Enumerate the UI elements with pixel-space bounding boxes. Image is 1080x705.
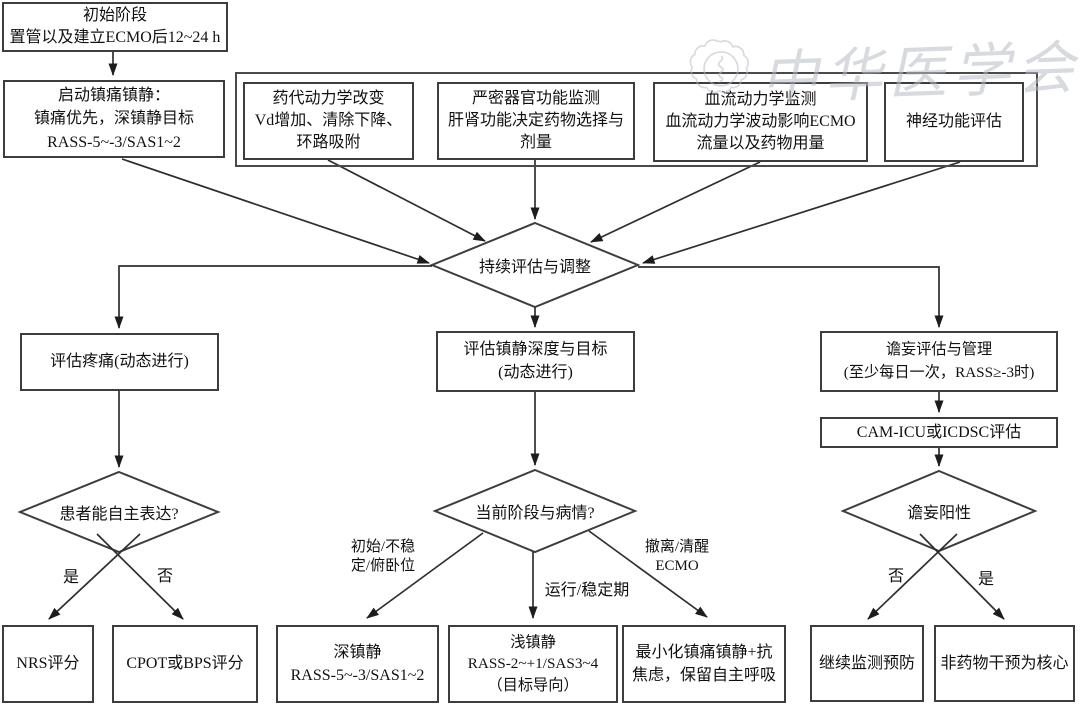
arrow-central-to-delirium [638, 266, 944, 328]
node-minimal-line2: 焦虑，保留自主呼吸 [631, 667, 776, 684]
node-minimal-sedation: 最小化镇痛镇静+抗 焦虑，保留自主呼吸 [622, 625, 786, 703]
diamond-delirium-positive [840, 469, 1038, 553]
arrow-stage-to-deep [366, 532, 484, 619]
node-deep-line2: RASS-5~-3/SAS1~2 [290, 667, 425, 684]
node-initiate-line1: 启动镇痛镇静： [57, 87, 170, 105]
node-pk-line1: 药代动力学改变 [272, 89, 385, 107]
edge-label-wean-line1: 撤离/清醒 [644, 539, 710, 555]
node-initiate-line2: 镇痛优先，深镇静目标 [33, 110, 194, 128]
edge-label-no-left: 否 [156, 568, 173, 585]
node-hemo-line2: 血流动力学波动影响ECMO [665, 112, 856, 130]
node-hemo-line1: 血流动力学监测 [704, 90, 817, 108]
edge-label-initial-line1: 初始/不稳 [350, 539, 416, 555]
edge-label-no-right: 否 [887, 568, 904, 585]
node-neuro-line1: 神经功能评估 [905, 113, 1002, 131]
node-continue-monitoring: 继续监测预防 [810, 625, 924, 702]
node-minimal-line1: 最小化镇痛镇静+抗 [635, 643, 773, 661]
arrow-stage-to-minimal [588, 530, 708, 618]
edge-label-initial-unstable: 初始/不稳 定/俯卧位 [337, 538, 429, 576]
arrow-express-yes-nrs [48, 533, 141, 620]
edge-label-yes-right: 是 [977, 571, 994, 588]
node-light-sedation: 浅镇静 RASS-2~+1/SAS3~4 （目标导向） [448, 625, 618, 703]
node-pain-assessment: 评估疼痛(动态进行) [20, 333, 219, 391]
arrow-pk-to-central [327, 159, 486, 242]
node-nrs-score: NRS评分 [2, 625, 94, 703]
node-deep-sedation: 深镇静 RASS-5~-3/SAS1~2 [276, 625, 439, 703]
node-pk-line3: 环路吸附 [296, 134, 361, 152]
edge-label-running-stable: 运行/稳定期 [544, 582, 630, 599]
diamond-current-stage [432, 468, 638, 554]
node-start-line1: 初始阶段 [82, 7, 147, 25]
node-start-line2: 置管以及建立ECMO后12~24 h [9, 29, 221, 46]
node-hemodynamics: 血流动力学监测 血流动力学波动影响ECMO 流量以及药物用量 [653, 82, 868, 162]
node-organ-line3: 剂量 [519, 134, 552, 152]
node-initiate-sedation: 启动镇痛镇静： 镇痛优先，深镇静目标 RASS-5~-3/SAS1~2 [3, 80, 225, 158]
edge-label-wean-awake: 撤离/清醒 ECMO [630, 538, 724, 576]
node-cpot-line1: CPOT或BPS评分 [126, 655, 244, 673]
edge-label-wean-line2: ECMO [655, 557, 699, 574]
node-delirium-line1: 谵妄评估与管理 [885, 341, 993, 359]
node-nonpharm-intervention: 非药物干预为核心 [934, 625, 1075, 702]
node-delirium-management: 谵妄评估与管理 (至少每日一次，RASS≥-3时) [820, 331, 1058, 392]
node-pk-line2: Vd增加、清除下降、 [254, 111, 403, 129]
arrow-initiate-to-central [121, 158, 430, 264]
node-deep-line1: 深镇静 [333, 643, 382, 661]
node-organ-line2: 肝肾功能决定药物选择与 [447, 111, 624, 129]
node-initiate-line3: RASS-5~-3/SAS1~2 [47, 133, 181, 151]
node-nonpharm-line1: 非药物干预为核心 [940, 654, 1069, 672]
arrow-positive-yes-nonpharm [919, 533, 1005, 620]
node-organ-line1: 严密器官功能监测 [471, 89, 600, 107]
edge-label-initial-line2: 定/俯卧位 [350, 557, 416, 574]
node-hemo-line3: 流量以及药物用量 [696, 135, 825, 153]
node-delirium-line2: (至少每日一次，RASS≥-3时) [843, 363, 1035, 381]
node-start: 初始阶段 置管以及建立ECMO后12~24 h [2, 2, 228, 52]
node-camicu-line1: CAM-ICU或ICDSC评估 [856, 423, 1022, 441]
node-neuro-assessment: 神经功能评估 [884, 82, 1024, 162]
diamond-continuous-assessment [429, 221, 641, 309]
node-light-line3: （目标导向） [487, 676, 579, 694]
edge-label-yes-left: 是 [62, 569, 79, 586]
monitoring-group-frame [235, 72, 1038, 167]
node-sedation-line1: 评估镇静深度与目标 [463, 341, 608, 359]
arrow-central-to-pain [114, 265, 432, 329]
arrow-positive-no-monitor [867, 533, 958, 620]
node-pharmacokinetics: 药代动力学改变 Vd增加、清除下降、 环路吸附 [243, 82, 414, 160]
node-camicu-icdsc: CAM-ICU或ICDSC评估 [820, 417, 1058, 448]
diamond-self-express [17, 470, 221, 554]
node-sedation-line2: (动态进行) [498, 363, 573, 381]
node-monitor-line1: 继续监测预防 [818, 654, 915, 672]
arrow-express-no-cpot [96, 533, 184, 620]
node-organ-monitoring: 严密器官功能监测 肝肾功能决定药物选择与 剂量 [437, 82, 635, 160]
node-pain-line1: 评估疼痛(动态进行) [50, 353, 189, 371]
arrow-neuro-to-central [642, 161, 961, 264]
node-cpot-bps-score: CPOT或BPS评分 [112, 625, 258, 703]
node-light-line1: 浅镇静 [510, 634, 556, 652]
node-sedation-depth: 评估镇静深度与目标 (动态进行) [436, 331, 635, 392]
arrow-hemo-to-central [590, 161, 761, 243]
node-light-line2: RASS-2~+1/SAS3~4 [467, 655, 599, 673]
node-nrs-line1: NRS评分 [16, 655, 80, 673]
